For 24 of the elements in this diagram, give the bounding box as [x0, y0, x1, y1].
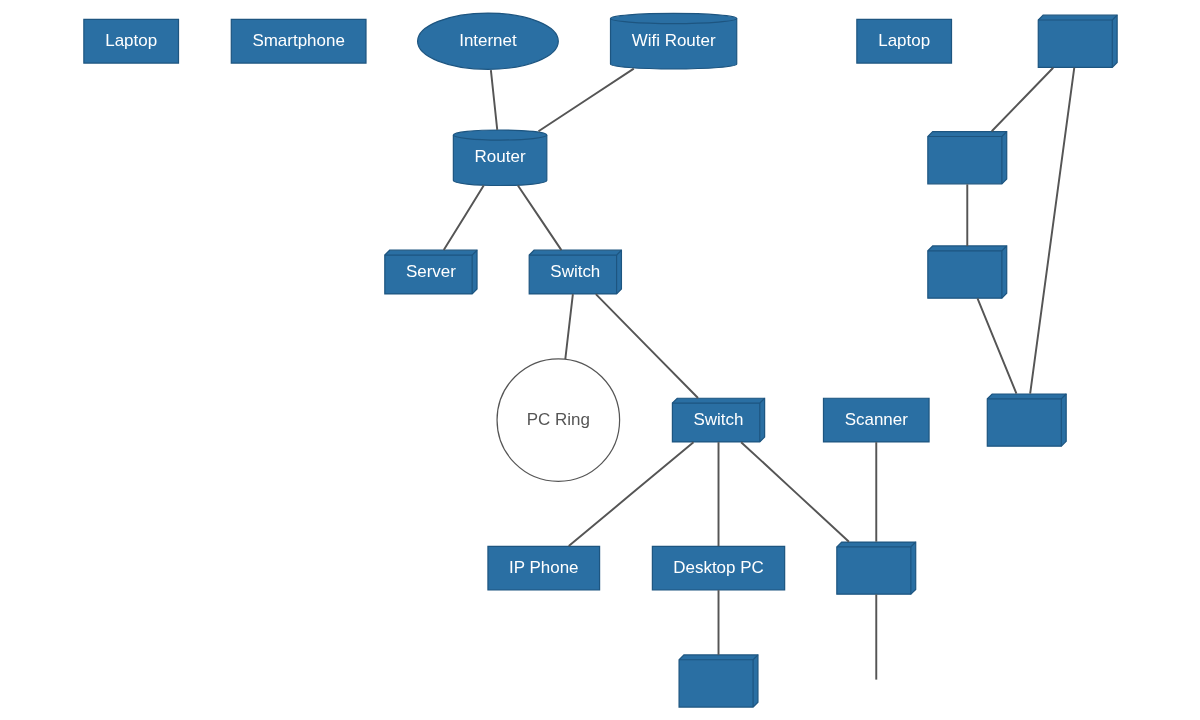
connector — [567, 441, 694, 548]
node-ellipse: Internet — [416, 12, 559, 70]
node-box: Desktop PC — [651, 545, 785, 591]
node-box: Laptop — [855, 18, 952, 64]
connector — [563, 293, 574, 360]
connector — [739, 441, 850, 543]
connector — [516, 184, 562, 252]
connector — [717, 441, 719, 548]
node-box: Scanner — [822, 397, 930, 443]
connector — [990, 66, 1054, 133]
connector — [537, 67, 635, 133]
connector — [874, 441, 877, 543]
connector — [442, 184, 485, 252]
connector — [594, 293, 699, 400]
node-box: Laptop — [82, 18, 179, 64]
node-box: IP Phone — [486, 545, 600, 591]
connector — [1028, 66, 1075, 395]
connector — [965, 183, 968, 247]
node-box: Smartphone — [230, 18, 367, 64]
connector — [489, 69, 498, 131]
connector — [874, 593, 877, 681]
node-circle: PC Ring — [495, 358, 620, 482]
connector — [717, 589, 719, 656]
connector — [976, 297, 1017, 395]
